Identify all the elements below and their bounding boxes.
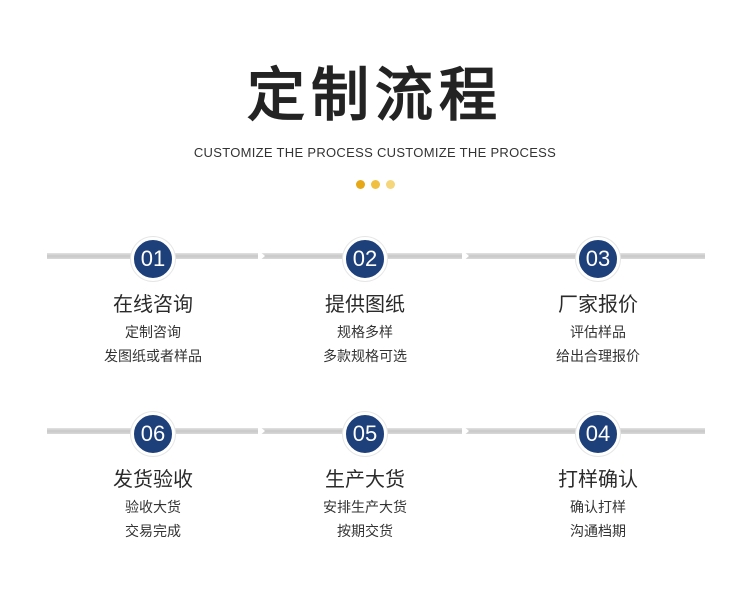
arrow-gap [462,250,469,262]
step-03: 03 厂家报价 评估样品 给出合理报价 [488,235,708,369]
step-desc-2: 多款规格可选 [323,349,407,365]
step-title: 提供图纸 [325,292,405,316]
step-desc-2: 交易完成 [125,524,181,540]
step-number-badge: 06 [131,412,175,456]
step-number-badge: 02 [343,237,387,281]
step-number-badge: 05 [343,412,387,456]
step-desc-1: 确认打样 [570,500,626,516]
step-desc-1: 安排生产大货 [323,500,407,516]
step-title: 发货验收 [113,467,193,491]
arrow-gap [258,425,265,437]
step-01: 01 在线咨询 定制咨询 发图纸或者样品 [43,235,263,369]
step-05: 05 生产大货 安排生产大货 按期交货 [255,410,475,544]
step-number-badge: 01 [131,237,175,281]
dot-2 [371,180,380,189]
arrow-gap [462,425,469,437]
step-title: 厂家报价 [558,292,638,316]
step-number-badge: 04 [576,412,620,456]
step-desc-2: 按期交货 [337,524,393,540]
step-title: 在线咨询 [113,292,193,316]
step-title: 生产大货 [325,467,405,491]
dot-3 [386,180,395,189]
process-row-2: 06 发货验收 验收大货 交易完成 05 生产大货 安排生产大货 按期交货 04… [0,410,750,580]
step-desc-1: 规格多样 [337,325,393,341]
step-02: 02 提供图纸 规格多样 多款规格可选 [255,235,475,369]
dot-1 [356,180,365,189]
arrow-gap [258,250,265,262]
process-row-1: 01 在线咨询 定制咨询 发图纸或者样品 02 提供图纸 规格多样 多款规格可选… [0,235,750,405]
step-desc-2: 沟通档期 [570,524,626,540]
step-number-badge: 03 [576,237,620,281]
step-title: 打样确认 [558,467,638,491]
step-desc-2: 发图纸或者样品 [104,349,202,365]
step-06: 06 发货验收 验收大货 交易完成 [43,410,263,544]
step-desc-1: 验收大货 [125,500,181,516]
step-desc-1: 定制咨询 [125,325,181,341]
page-title: 定制流程 [246,61,503,129]
decorative-dots [356,180,396,190]
step-desc-1: 评估样品 [570,325,626,341]
page-subtitle: CUSTOMIZE THE PROCESS CUSTOMIZE THE PROC… [193,145,557,160]
step-04: 04 打样确认 确认打样 沟通档期 [488,410,708,544]
step-desc-2: 给出合理报价 [556,349,640,365]
